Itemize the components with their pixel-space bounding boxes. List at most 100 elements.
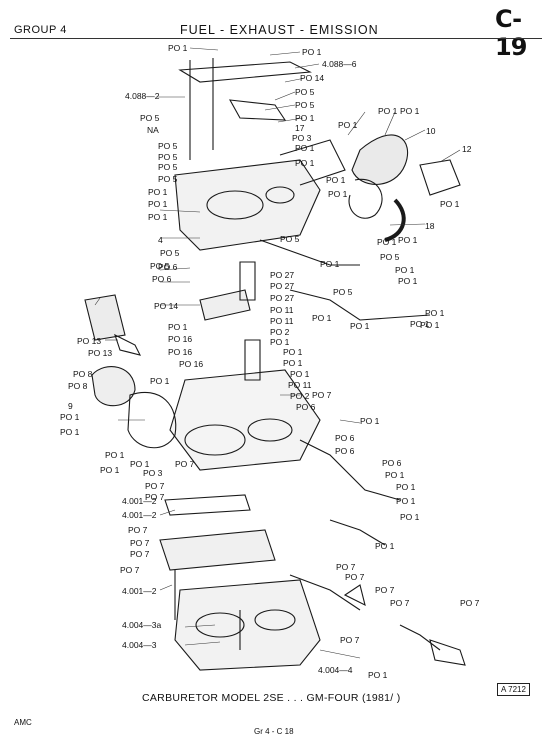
group-label: GROUP 4 [14, 24, 67, 36]
callout-label: PO 1 [440, 199, 460, 209]
callout-label: PO 7 [145, 481, 165, 491]
air-horn-gasket [178, 61, 312, 83]
fast-idle-cam [343, 584, 366, 607]
callout-label: PO 6 [335, 433, 355, 443]
idle-stop-solenoid [91, 366, 136, 407]
choke-lever [279, 139, 346, 186]
callout-label: PO 7 [336, 562, 356, 572]
callout-label: 4.004—4 [318, 665, 353, 675]
callout-label: PO 1 [148, 199, 168, 209]
callout-label: PO 7 [175, 459, 195, 469]
callout-label: PO 16 [179, 359, 203, 369]
footer-center: Gr 4 - C 18 [254, 727, 294, 736]
callout-label: PO 1 [295, 143, 315, 153]
callout-label: PO 1 [378, 106, 398, 116]
callout-label: PO 5 [380, 252, 400, 262]
throttle-plate-gasket [159, 529, 276, 571]
callout-label: 4.088—2 [125, 91, 160, 101]
callout-label: PO 7 [340, 635, 360, 645]
throttle-link [329, 519, 386, 546]
callout-label: PO 5 [333, 287, 353, 297]
callout-label: 4.001—2 [122, 510, 157, 520]
callout-label: PO 7 [375, 585, 395, 595]
callout-label: PO 1 [302, 47, 322, 57]
throttle-bore-secondary [254, 609, 296, 631]
callout-label: PO 1 [350, 321, 370, 331]
vacuum-break-10 [351, 134, 409, 185]
callout-label: PO 3 [143, 468, 163, 478]
callout-label: 4 [158, 235, 163, 245]
callout-label: PO 1 [60, 427, 80, 437]
callout-label: PO 16 [168, 334, 192, 344]
carburetor-parts [84, 58, 466, 671]
idle-lever [399, 624, 441, 651]
callout-label: PO 5 [150, 261, 170, 271]
callout-label: PO 1 [283, 358, 303, 368]
callout-label: PO 1 [283, 347, 303, 357]
callout-label: PO 5 [295, 100, 315, 110]
callout-label: PO 8 [73, 369, 93, 379]
callout-label: PO 7 [460, 598, 480, 608]
vacuum-break-12 [419, 159, 461, 196]
callout-label: PO 7 [128, 525, 148, 535]
leader-lines [94, 47, 461, 659]
throttle-lever [429, 639, 466, 666]
callout-label: PO 27 [270, 293, 294, 303]
callout-label: PO 6 [382, 458, 402, 468]
callout-label: PO 1 [148, 187, 168, 197]
callout-label: PO 27 [270, 270, 294, 280]
callout-label: PO 7 [312, 390, 332, 400]
callout-label: 4.004—3 [122, 640, 157, 650]
air-horn-bore [206, 190, 264, 220]
callout-label: PO 1 [368, 670, 388, 680]
callout-label: PO 8 [68, 381, 88, 391]
metering-rod [244, 339, 261, 381]
callout-label: PO 5 [158, 174, 178, 184]
callout-label: PO 1 [360, 416, 380, 426]
filter [114, 333, 142, 356]
callout-label: PO 1 [328, 189, 348, 199]
throttle-gasket [164, 494, 251, 516]
callout-label: PO 7 [145, 492, 165, 502]
callout-label: PO 1 [295, 158, 315, 168]
callout-label: 9 [68, 401, 73, 411]
callout-label: PO 5 [160, 248, 180, 258]
callout-label: PO 2 [290, 391, 310, 401]
callout-label: PO 1 [150, 376, 170, 386]
secondary-bore [247, 418, 293, 442]
callout-label: PO 11 [270, 305, 294, 315]
callout-label: PO 5 [140, 113, 160, 123]
bowl-cover [127, 391, 177, 449]
callout-label: PO 7 [345, 572, 365, 582]
callout-label: 4.088—6 [322, 59, 357, 69]
callout-label: 10 [426, 126, 436, 136]
callout-label: PO 1 [377, 237, 397, 247]
callout-label: PO 1 [395, 265, 415, 275]
section-title: FUEL - EXHAUST - EMISSION [180, 23, 379, 37]
link-rod [259, 239, 360, 266]
callout-label: PO 1 [385, 470, 405, 480]
figure-number: A 7212 [497, 683, 530, 696]
choke-plate [229, 99, 287, 121]
footer-left: AMC [14, 718, 32, 727]
primary-bore [184, 424, 246, 456]
callout-label: PO 1 [396, 482, 416, 492]
callout-label: PO 1 [148, 212, 168, 222]
callout-label: PO 1 [312, 313, 332, 323]
callout-label: PO 6 [158, 262, 178, 272]
callout-label: PO 5 [158, 141, 178, 151]
float [199, 289, 251, 321]
hose-18 [384, 198, 406, 242]
air-horn-vent [265, 186, 295, 204]
callout-label: PO 1 [105, 450, 125, 460]
callout-label: PO 7 [120, 565, 140, 575]
callout-label: PO 11 [288, 380, 312, 390]
callout-label: PO 1 [338, 120, 358, 130]
callout-label: PO 1 [326, 175, 346, 185]
callout-label: PO 1 [375, 541, 395, 551]
callout-label: PO 2 [270, 327, 290, 337]
callout-label: NA [147, 125, 159, 135]
callout-label: PO 1 [398, 235, 418, 245]
